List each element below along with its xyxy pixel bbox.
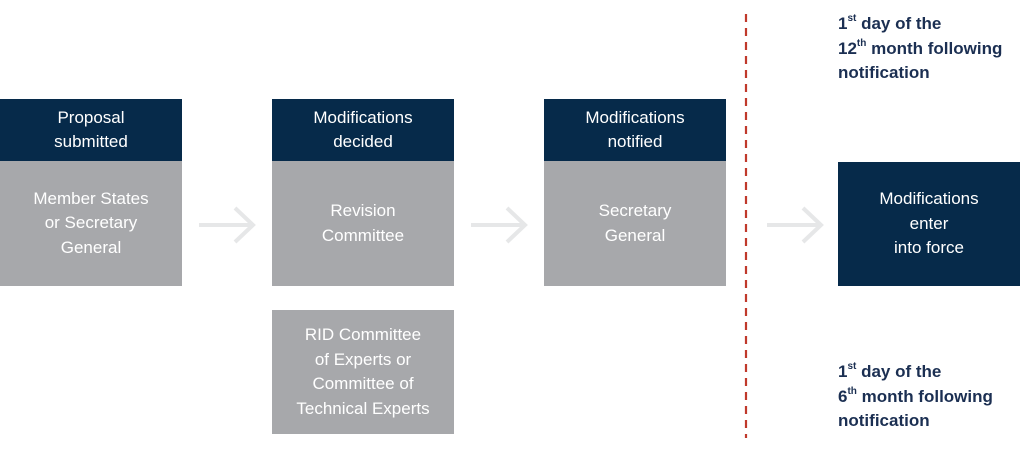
result-line-3: into force <box>894 238 964 258</box>
step-2-extra-line-2: of Experts or <box>314 349 412 369</box>
result-line-1: Modifications <box>879 189 979 209</box>
step-1-body-line-2: or Secretary <box>44 213 138 233</box>
annotation-bottom-line-3: notification <box>838 411 930 430</box>
annotation-bottom-line-1: 1st day of the <box>838 361 942 381</box>
step-2-header-line-2: decided <box>333 132 393 151</box>
step-1-header: Proposal submitted <box>0 99 182 161</box>
annotation-bottom-line-2: 6th month following <box>838 385 993 406</box>
annotation-top: 1st day of the 12th month following noti… <box>838 12 1002 86</box>
step-2-extra: RID Committee of Experts or Committee of… <box>272 310 454 434</box>
step-2-body-line-2: Committee <box>321 225 405 245</box>
step-1-header-line-2: submitted <box>54 132 128 151</box>
timeline-divider <box>744 14 748 438</box>
step-2-extra-line-4: Technical Experts <box>296 398 430 418</box>
step-3-body-line-1: Secretary <box>598 201 672 220</box>
result-box: Modifications enter into force <box>838 162 1020 286</box>
step-1-body-line-3: General <box>60 237 122 257</box>
arrow-right-icon <box>199 206 256 244</box>
step-1-header-line-1: Proposal <box>57 107 125 127</box>
annotation-top-line-1: 1st day of the <box>838 13 942 33</box>
arrow-right-icon <box>471 206 528 244</box>
step-2-header: Modifications decided <box>272 99 454 161</box>
step-3-header-line-2: notified <box>607 132 663 151</box>
annotation-top-line-3: notification <box>838 63 930 82</box>
step-3-header-line-1: Modifications <box>585 107 685 127</box>
annotation-bottom: 1st day of the 6th month following notif… <box>838 360 993 434</box>
result-line-2: enter <box>909 213 949 233</box>
step-1-body-line-1: Member States <box>33 188 149 208</box>
step-2-extra-line-1: RID Committee <box>304 325 422 344</box>
step-2-extra-line-3: Committee of <box>312 374 414 393</box>
step-2-header-line-1: Modifications <box>313 107 413 127</box>
step-2-body-line-1: Revision <box>330 201 396 220</box>
step-3-body: Secretary General <box>544 161 726 286</box>
annotation-top-line-2: 12th month following <box>838 37 1003 58</box>
step-3-header: Modifications notified <box>544 99 726 161</box>
step-2-body: Revision Committee <box>272 161 454 286</box>
step-1-body: Member States or Secretary General <box>0 161 182 286</box>
step-3-body-line-2: General <box>604 225 666 245</box>
arrow-right-icon <box>767 206 824 244</box>
